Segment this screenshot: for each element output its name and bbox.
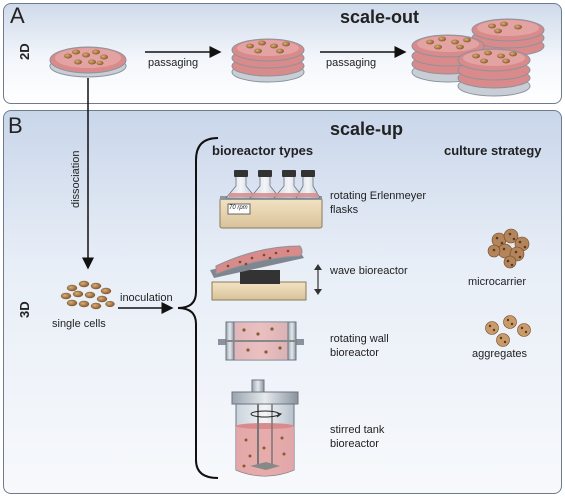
bioreactor-rotating-wall-label-2: bioreactor bbox=[330, 347, 379, 359]
brace bbox=[177, 137, 219, 479]
panel-a-dimension: 2D bbox=[17, 43, 32, 60]
passaging-label-2: passaging bbox=[326, 57, 377, 69]
microcarrier-cluster bbox=[487, 228, 530, 269]
bioreactor-types-heading: bioreactor types bbox=[212, 143, 314, 158]
stirred-tank-bioreactor bbox=[231, 379, 299, 477]
bioreactor-erlenmeyer-label-1: rotating Erlenmeyer bbox=[330, 190, 426, 202]
inoculation-label: inoculation bbox=[120, 292, 173, 304]
rotating-wall-bioreactor bbox=[218, 321, 304, 361]
shaker-display: 70 rpm bbox=[229, 205, 248, 211]
dish-single bbox=[49, 46, 127, 78]
wave-bioreactor bbox=[210, 245, 307, 301]
panel-b-dimension: 3D bbox=[17, 301, 32, 318]
erlenmeyer-shaker bbox=[219, 170, 323, 229]
aggregates-cluster bbox=[485, 315, 531, 347]
panel-b-title: scale-up bbox=[330, 119, 404, 139]
bioreactor-wave-label: wave bioreactor bbox=[330, 265, 408, 277]
dish-stack-3 bbox=[231, 38, 305, 83]
panel-a-title: scale-out bbox=[340, 7, 420, 27]
culture-strategy-heading: culture strategy bbox=[444, 143, 542, 158]
bioreactor-stirred-tank-label-2: bioreactor bbox=[330, 438, 379, 450]
panel-a-letter: A bbox=[10, 3, 25, 28]
single-cells-cluster bbox=[60, 280, 115, 310]
single-cells-label: single cells bbox=[52, 318, 106, 330]
dish-stack-many bbox=[411, 18, 545, 97]
passaging-label-1: passaging bbox=[148, 57, 199, 69]
strategy-microcarrier-label: microcarrier bbox=[468, 276, 527, 288]
bioreactor-stirred-tank-label-1: stirred tank bbox=[330, 424, 385, 436]
bioreactor-rotating-wall-label-1: rotating wall bbox=[330, 333, 389, 345]
bioreactor-erlenmeyer-label-2: flasks bbox=[330, 204, 359, 216]
panel-b-letter: B bbox=[8, 113, 23, 138]
strategy-aggregates-label: aggregates bbox=[472, 348, 528, 360]
dissociation-label: dissociation bbox=[70, 150, 82, 208]
